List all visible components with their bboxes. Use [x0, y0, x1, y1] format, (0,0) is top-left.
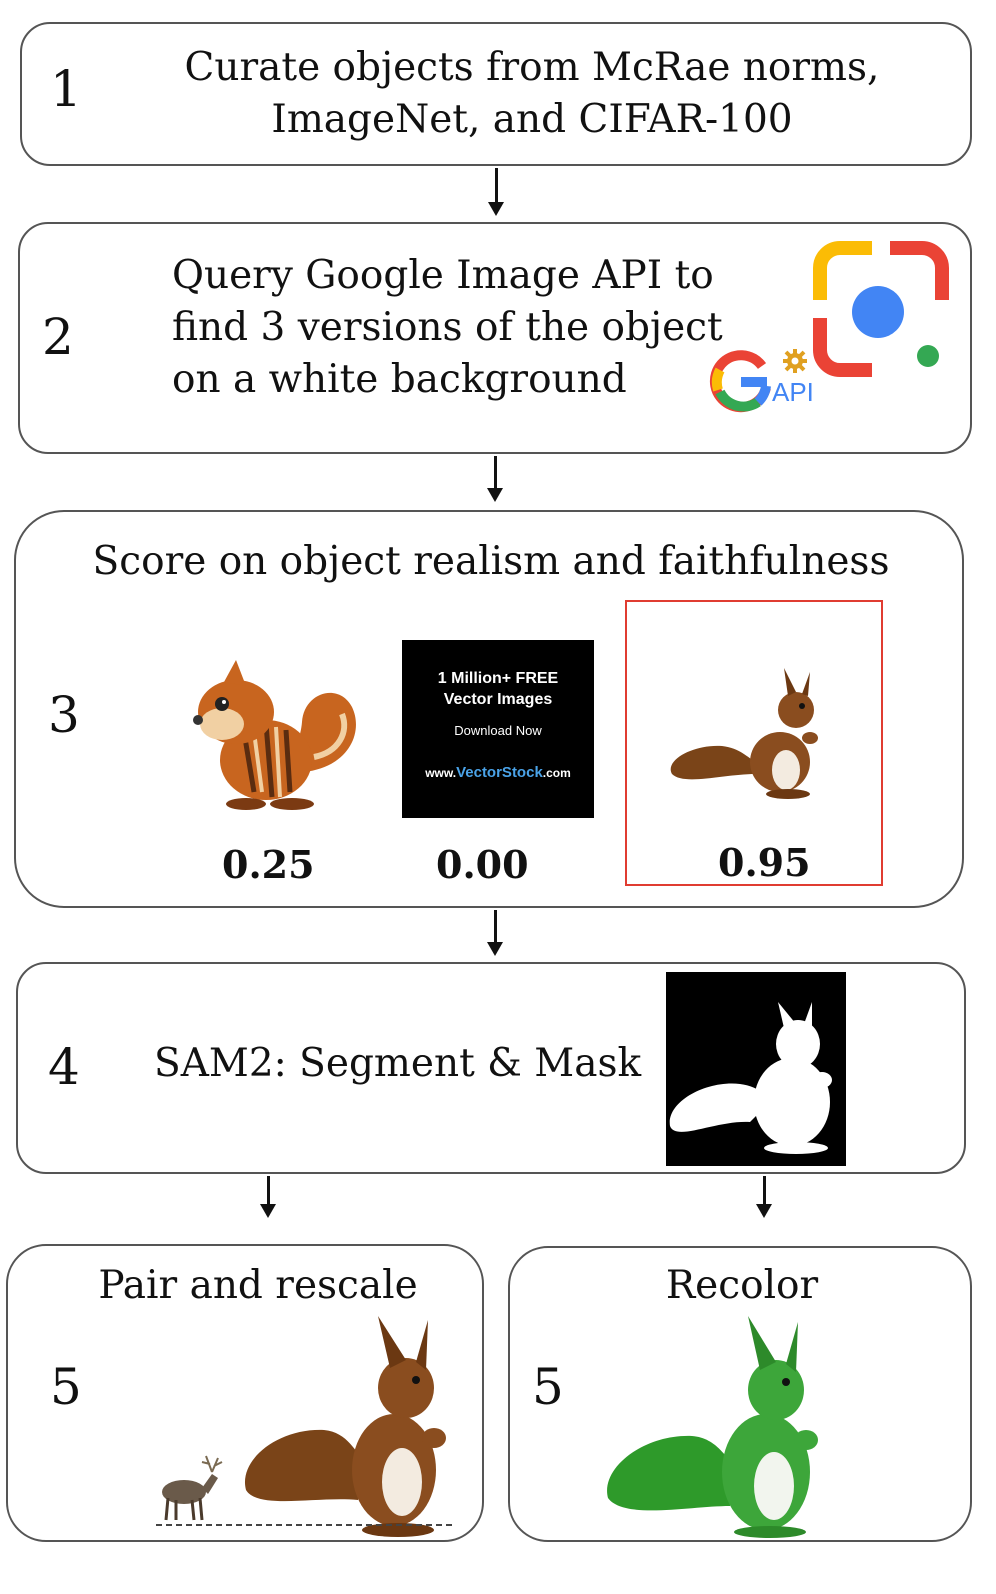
arrow-down: [488, 168, 504, 216]
step-3-box: Score on object realism and faithfulness…: [14, 510, 964, 908]
ad-url-suffix: .com: [542, 766, 571, 780]
step-number: 2: [42, 308, 74, 366]
ad-url: www.VectorStock.com: [402, 764, 594, 781]
selected-image-frame: [625, 600, 883, 886]
step-number: 4: [48, 1038, 80, 1096]
step-5-pair-title: Pair and rescale: [98, 1263, 418, 1308]
step-1-box: 1 Curate objects from McRae norms, Image…: [20, 22, 972, 166]
score-3: 0.95: [718, 840, 811, 885]
step-5-recolor-title: Recolor: [665, 1263, 819, 1308]
squirrel-photo: [670, 668, 818, 799]
step-4-box: 4 SAM2: Segment & Mask: [16, 962, 966, 1174]
step-number: 5: [50, 1358, 82, 1416]
step-5-recolor-box: Recolor 5: [508, 1246, 972, 1542]
step-number: 1: [50, 60, 82, 118]
step-number: 5: [532, 1358, 564, 1416]
arrow-down: [487, 456, 503, 502]
ad-url-prefix: www.: [425, 766, 457, 780]
api-label: API: [772, 377, 814, 407]
ad-line-3: Download Now: [454, 723, 542, 738]
arrow-down-left: [260, 1176, 276, 1218]
score-2: 0.00: [436, 842, 529, 887]
vectorstock-ad-image: 1 Million+ FREE Vector Images Download N…: [402, 640, 594, 818]
step-2-line-3: on a white background: [172, 357, 627, 402]
green-squirrel-image: [607, 1316, 818, 1538]
squirrel-photo-large: [244, 1316, 446, 1537]
step-number: 3: [48, 686, 80, 744]
step-5-pair-box: Pair and rescale 5: [6, 1244, 484, 1542]
step-3-title: Score on object realism and faithfulness: [92, 539, 890, 584]
step-1-line-1: Curate objects from McRae norms,: [184, 45, 880, 90]
chipmunk-image: [193, 660, 356, 810]
baseline-dashed: [156, 1524, 452, 1526]
step-2-line-2: find 3 versions of the object: [172, 305, 723, 350]
step-4-text: SAM2: Segment & Mask: [154, 1041, 642, 1086]
arrow-down-right: [756, 1176, 772, 1218]
google-g-icon: [709, 350, 771, 413]
step-2-box: 2 Query Google Image API to find 3 versi…: [18, 222, 972, 454]
google-lens-icon: [813, 241, 949, 377]
step-1-line-2: ImageNet, and CIFAR-100: [271, 97, 793, 142]
squirrel-mask-image: [666, 972, 846, 1166]
gear-icon: [783, 349, 807, 373]
ad-url-brand: VectorStock: [456, 764, 543, 781]
arrow-down: [487, 910, 503, 956]
ad-line-2: Vector Images: [443, 691, 553, 708]
score-1: 0.25: [222, 842, 315, 887]
step-2-line-1: Query Google Image API to: [172, 253, 714, 298]
step-2-text: Query Google Image API to find 3 version…: [172, 250, 732, 406]
ad-line-1: 1 Million+ FREE: [437, 670, 559, 687]
elk-image: [162, 1455, 223, 1521]
step-1-text: Curate objects from McRae norms, ImageNe…: [142, 42, 922, 146]
